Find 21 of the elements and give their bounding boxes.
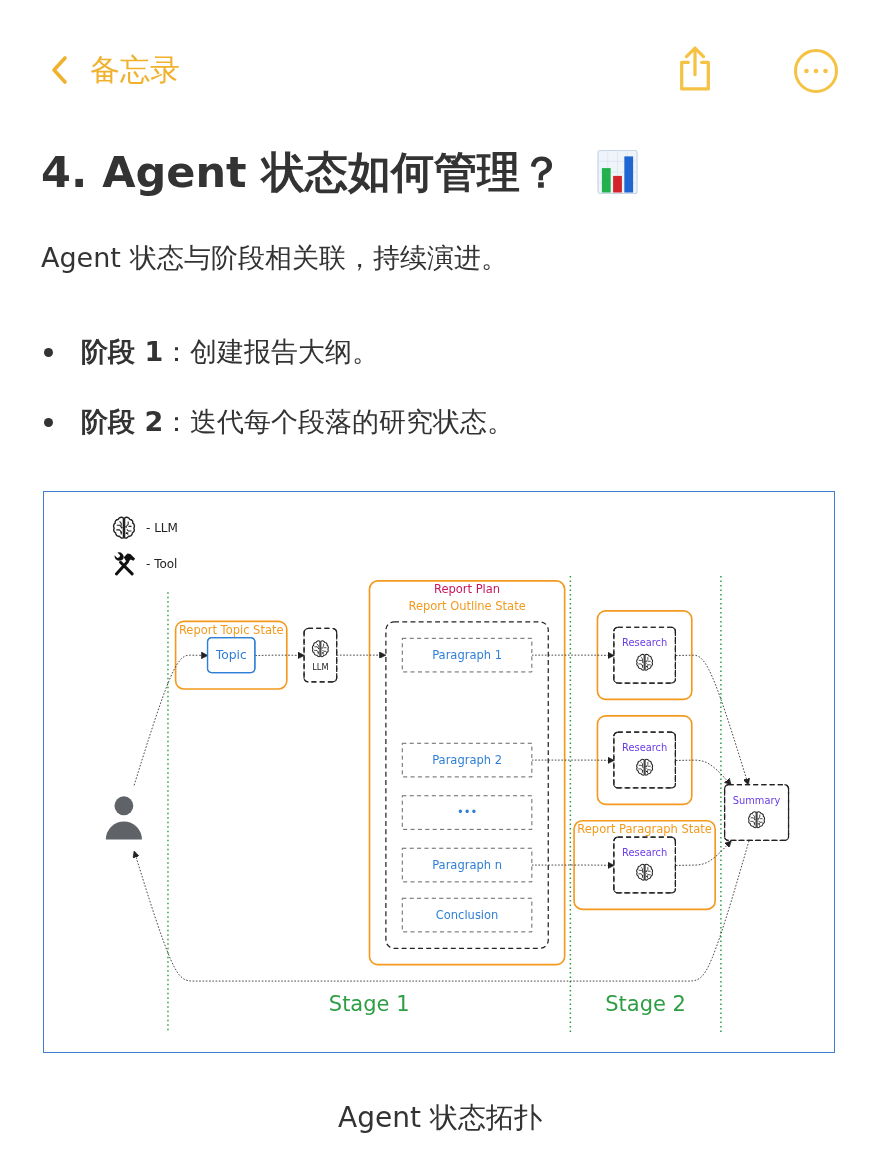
stage-label: Stage 1 — [328, 992, 410, 1016]
legend-label: - LLM — [146, 521, 178, 535]
node-box — [401, 897, 533, 933]
cluster — [573, 819, 716, 911]
title: 4. Agent 状态如何管理？ — [41, 146, 563, 199]
node-box — [401, 795, 533, 830]
cluster — [368, 580, 566, 966]
intro-text: Agent 状态与阶段相关联，持续演进。 — [41, 241, 508, 275]
caption: Agent 状态拓扑 — [337, 1100, 543, 1136]
cluster — [596, 610, 693, 701]
cluster — [174, 620, 288, 690]
legend-label: - Tool — [146, 557, 178, 571]
bullet-text: 阶段 2：迭代每个段落的研究状态。 — [81, 405, 515, 439]
stage-label: Stage 2 — [605, 992, 686, 1016]
back-button: 备忘录 — [46, 46, 184, 94]
bullet-text: 阶段 1：创建报告大纲。 — [81, 335, 380, 369]
node-box — [401, 742, 533, 778]
node-box — [401, 637, 533, 673]
cluster — [385, 621, 549, 949]
cluster — [596, 715, 693, 806]
node-box — [401, 847, 533, 883]
